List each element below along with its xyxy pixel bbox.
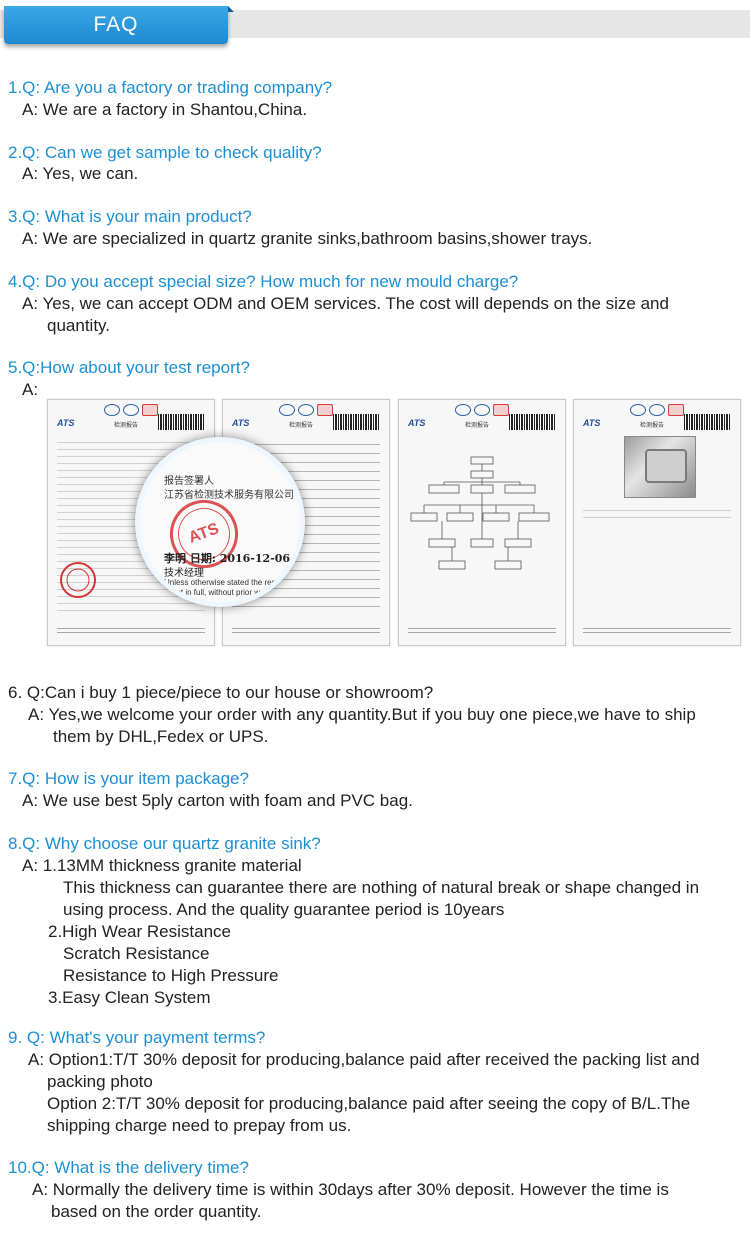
barcode-icon [158,414,204,430]
question-5: 5.Q:How about your test report? [8,358,250,377]
answer-8-line-6: Resistance to High Pressure [63,966,279,985]
test-report-images: ATS 检测报告 ATS 检测报告 ATS 检测报告 [47,399,750,646]
question-9: 9. Q: What's your payment terms? [8,1028,266,1047]
report-footer [232,625,380,635]
report-page-4: ATS 检测报告 [573,399,741,646]
answer-9-line-2: packing photo [47,1072,153,1091]
answer-4: A: Yes, we can accept ODM and OEM servic… [22,293,669,337]
answer-1-line-1: A: We are a factory in Shantou,China. [22,100,308,119]
answer-8: A: 1.13MM thickness granite material Thi… [22,855,699,1009]
ilac-logo-icon [455,404,471,416]
answer-3-line-1: A: We are specialized in quartz granite … [22,229,593,248]
answer-7: A: We use best 5ply carton with foam and… [22,790,413,812]
report-title: 检测报告 [114,423,139,429]
cert-logos [455,404,509,416]
report-title: 检测报告 [289,423,314,429]
answer-6: A: Yes,we welcome your order with any qu… [28,704,696,748]
ats-logo: ATS [57,418,75,428]
answer-8-line-1: A: 1.13MM thickness granite material [22,856,302,875]
barcode-icon [509,414,555,430]
ilac-logo-icon [630,404,646,416]
report-footer [408,625,556,635]
answer-2: A: Yes, we can. [22,163,138,185]
answer-10-line-2: based on the order quantity. [51,1202,262,1221]
ma-logo-icon [142,404,158,416]
question-8: 8.Q: Why choose our quartz granite sink? [8,834,321,853]
cert-logos [630,404,684,416]
red-seal-icon [60,562,96,598]
magnifier-role: 技术经理 [164,568,204,579]
magnifier-note-1: Unless otherwise stated the results [164,578,289,587]
answer-6-line-2: them by DHL,Fedex or UPS. [53,727,269,746]
answer-1: A: We are a factory in Shantou,China. [22,99,307,121]
faq-tab: FAQ [4,6,234,44]
question-4: 4.Q: Do you accept special size? How muc… [8,272,519,291]
answer-9-line-1: A: Option1:T/T 30% deposit for producing… [28,1050,700,1069]
barcode-icon [684,414,730,430]
magnifier-company: 江苏省检测技术服务有限公司 [164,490,294,501]
ma-logo-icon [317,404,333,416]
magnifier-date: 李明 日期: 2016-12-06 [164,552,291,565]
question-6: 6. Q:Can i buy 1 piece/piece to our hous… [8,683,434,702]
question-3: 3.Q: What is your main product? [8,207,252,226]
answer-9-line-4: shipping charge need to prepay from us. [47,1116,352,1135]
magnifier-signatory: 报告签署人 [164,476,214,487]
answer-4-line-2: quantity. [47,316,111,335]
answer-10-line-1: A: Normally the delivery time is within … [32,1180,669,1199]
magnifier-note-2: xcept in full, without prior wr [164,588,263,597]
ma-logo-icon [668,404,684,416]
question-10: 10.Q: What is the delivery time? [8,1158,249,1177]
report-title: 检测报告 [465,423,490,429]
answer-5: A: [22,379,38,401]
answer-4-line-1: A: Yes, we can accept ODM and OEM servic… [22,294,669,313]
answer-7-line-1: A: We use best 5ply carton with foam and… [22,791,413,810]
report-footer [57,625,205,635]
ats-logo: ATS [583,418,601,428]
cnas-logo-icon [474,404,490,416]
cnas-logo-icon [298,404,314,416]
answer-8-line-2: This thickness can guarantee there are n… [63,878,700,897]
sink-photo [624,436,696,498]
ilac-logo-icon [104,404,120,416]
answer-3: A: We are specialized in quartz granite … [22,228,592,250]
ilac-logo-icon [279,404,295,416]
cnas-logo-icon [649,404,665,416]
question-2: 2.Q: Can we get sample to check quality? [8,143,322,162]
question-7: 7.Q: How is your item package? [8,769,249,788]
report-page-3: ATS 检测报告 [398,399,566,646]
answer-8-line-7: 3.Easy Clean System [48,988,211,1007]
answer-2-line-1: A: Yes, we can. [22,164,139,183]
barcode-icon [333,414,379,430]
cnas-logo-icon [123,404,139,416]
report-text-lines [583,504,731,520]
answer-8-line-3: using process. And the quality guarantee… [63,900,505,919]
flowchart-diagram [410,456,550,570]
magnifier-zoom: 报告签署人 江苏省检测技术服务有限公司 ATS 李明 日期: 2016-12-0… [135,437,305,607]
question-1: 1.Q: Are you a factory or trading compan… [8,78,333,97]
faq-tab-label: FAQ [93,13,139,36]
cert-logos [279,404,333,416]
answer-9: A: Option1:T/T 30% deposit for producing… [28,1049,700,1137]
cert-logos [104,404,158,416]
ats-logo: ATS [408,418,426,428]
report-footer [583,625,731,635]
report-title: 检测报告 [640,423,665,429]
ma-logo-icon [493,404,509,416]
answer-9-line-3: Option 2:T/T 30% deposit for producing,b… [47,1094,691,1113]
answer-10: A: Normally the delivery time is within … [32,1179,669,1223]
ats-logo: ATS [232,418,250,428]
answer-6-line-1: A: Yes,we welcome your order with any qu… [28,705,696,724]
answer-8-line-5: Scratch Resistance [63,944,210,963]
answer-8-line-4: 2.High Wear Resistance [48,922,231,941]
answer-5-line-1: A: [22,380,39,399]
